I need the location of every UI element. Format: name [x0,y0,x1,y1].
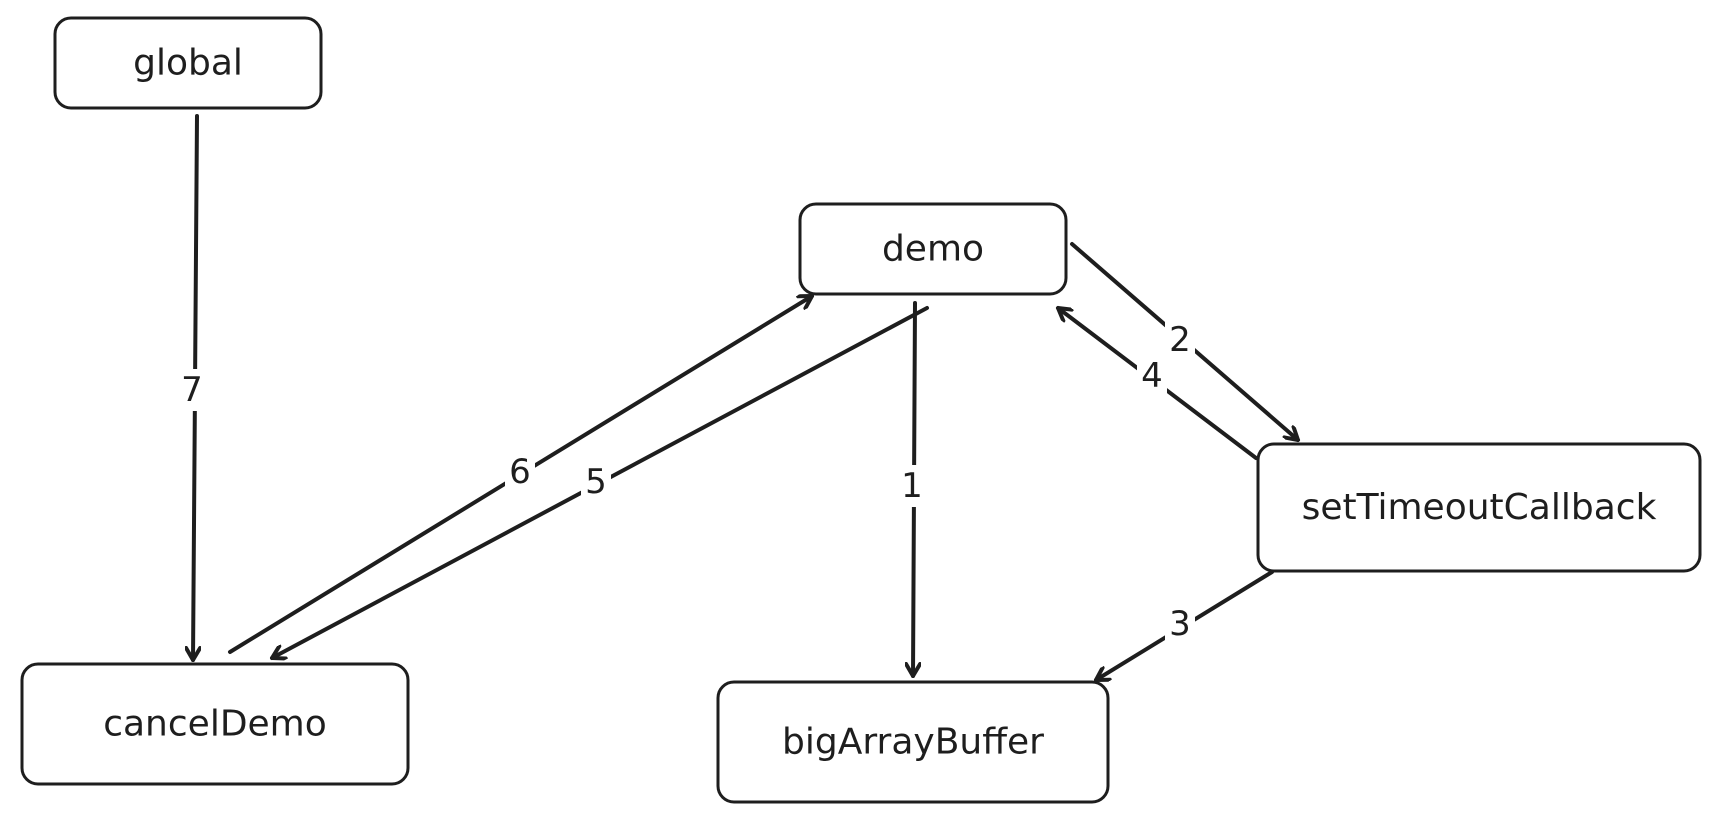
edge-setTimeoutCallback-to-bigArrayBuffer: 3 [1094,570,1274,682]
edge-cancelDemo-to-demo: 6 [228,294,814,654]
edge-demo-to-cancelDemo: 5 [270,306,929,658]
node-cancelDemo: cancelDemo [20,662,410,786]
edge-label-background [1165,319,1195,361]
edge-label-background [177,369,207,411]
edge-setTimeoutCallback-to-demo: 4 [1056,306,1258,460]
nodes-layer: global demo setTimeoutCallback cancelDemo bi… [20,16,1702,804]
edge-label: 7 [181,370,203,410]
edge-demo-to-setTimeoutCallback: 2 [1070,242,1300,442]
node-box [53,16,323,110]
node-box [20,662,410,786]
edge-global-to-cancelDemo: 7 [177,114,207,662]
node-setTimeoutCallback: setTimeoutCallback [1256,442,1702,573]
edge-label: 1 [901,466,923,506]
node-box [716,680,1110,804]
node-global: global [53,16,323,110]
edge-label-background [1137,355,1167,397]
node-box [798,202,1068,296]
edge-label-background [1165,603,1195,645]
edge-label: 3 [1169,604,1191,644]
node-label: global [133,43,243,84]
node-label: demo [882,229,984,270]
node-bigArrayBuffer: bigArrayBuffer [716,680,1110,804]
node-demo: demo [798,202,1068,296]
edge-label: 6 [509,452,531,492]
node-label: setTimeoutCallback [1302,487,1657,528]
edge-label-background [505,451,535,493]
node-box [1256,442,1702,573]
edge-label-background [897,465,927,507]
edge-label: 4 [1141,356,1163,396]
node-label: bigArrayBuffer [782,722,1044,763]
edge-label: 2 [1169,320,1191,360]
edge-demo-to-bigArrayBuffer: 1 [897,301,927,678]
edges-layer: 1 2 3 4 5 6 7 [177,114,1300,682]
edge-label: 5 [585,462,607,502]
edge-label-background [581,461,611,503]
node-label: cancelDemo [103,704,327,745]
